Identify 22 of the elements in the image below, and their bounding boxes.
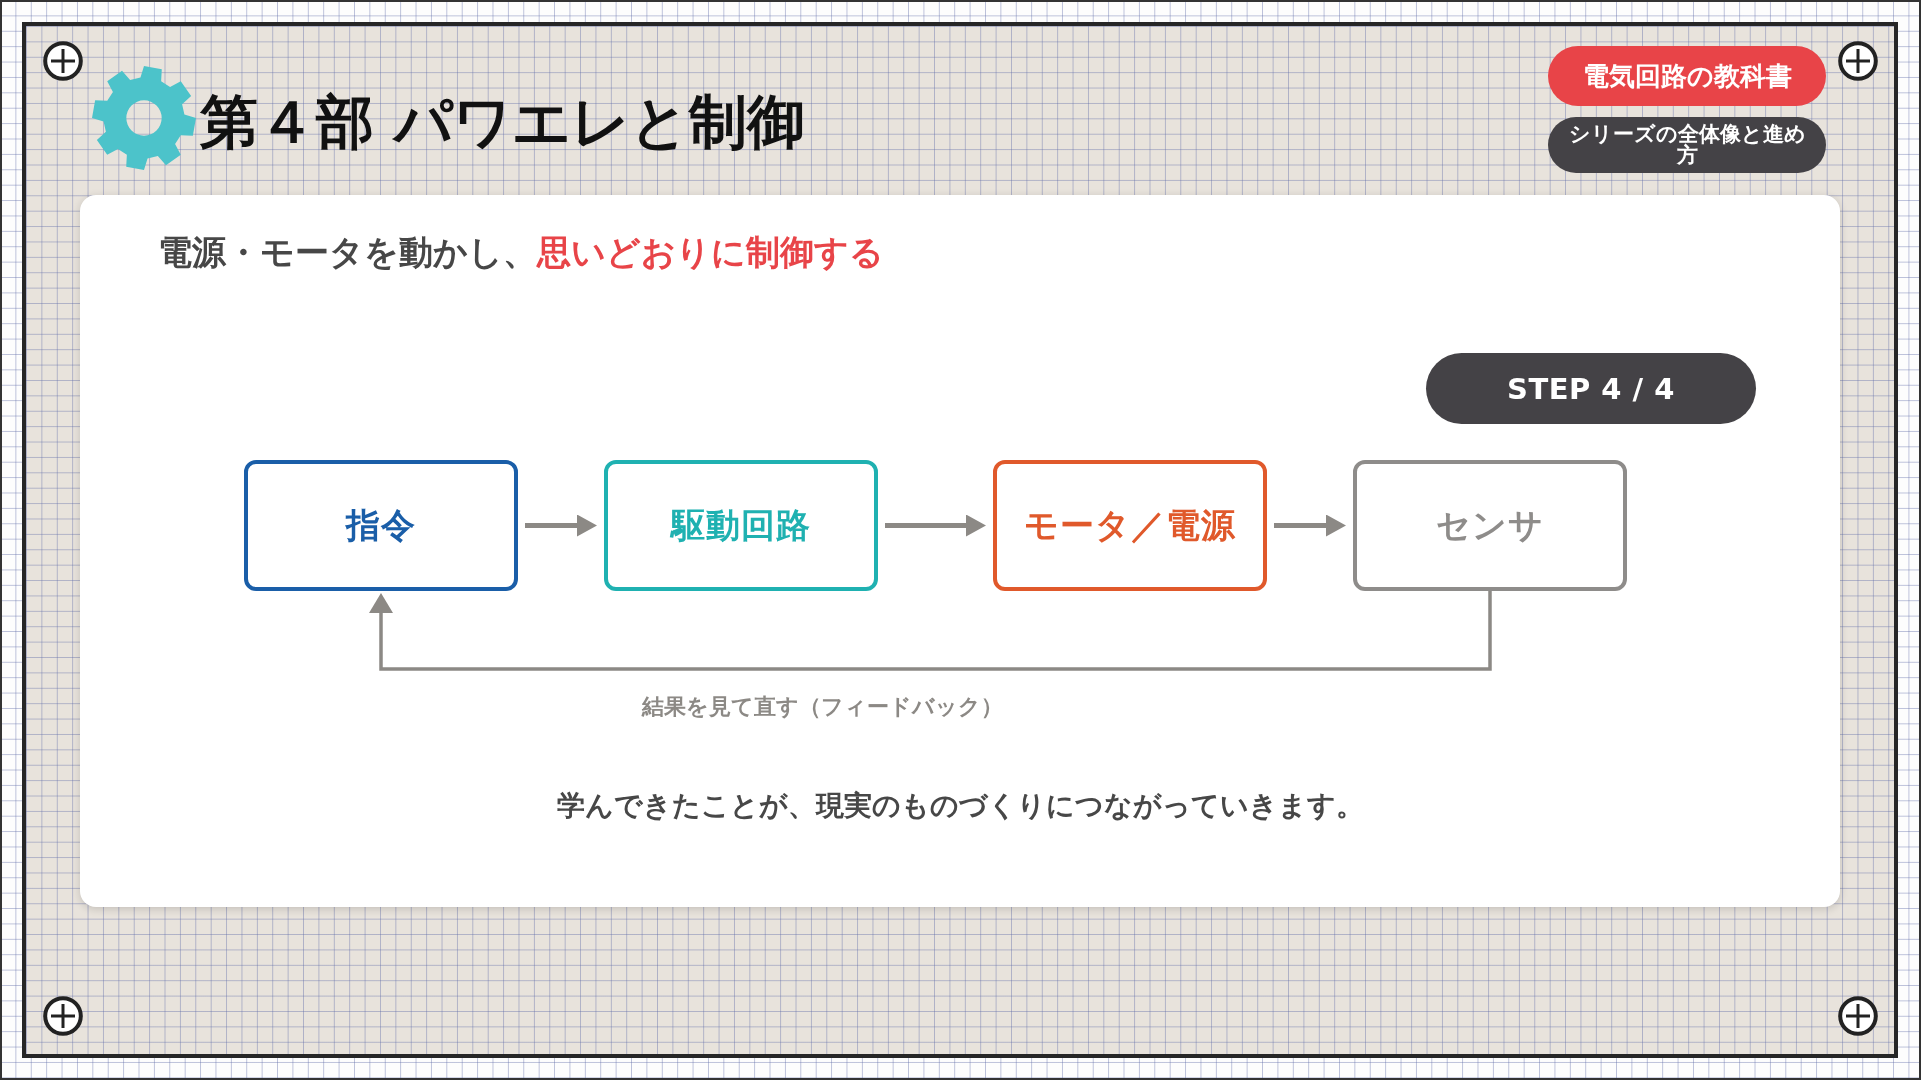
process-box: [993, 460, 1267, 591]
content-card: [80, 195, 1840, 907]
process-label: モータ／電源: [1024, 503, 1236, 547]
flow-arrow: [525, 515, 597, 536]
process-label: 駆動回路: [671, 503, 811, 547]
page-title: 第４部 パワエレと制御: [200, 88, 806, 158]
flow-arrow: [1274, 515, 1346, 536]
closing-note: 学んできたことが、現実のものづくりにつながっていきます。: [556, 789, 1364, 823]
feedback-arrow: [371, 591, 1492, 671]
step-counter: STEP 4 / 4: [1507, 371, 1675, 406]
edge-label: 結果を見て直す（フィードバック）: [641, 693, 1003, 721]
process-label: センサ: [1436, 503, 1544, 547]
process-label: 指令: [346, 503, 416, 547]
process-box: [244, 460, 518, 591]
process-box: [604, 460, 878, 591]
series-name: 電気回路の教科書: [1582, 62, 1792, 90]
guide-badge: [1548, 117, 1826, 173]
flow-arrow: [885, 515, 986, 536]
process-box: [1353, 460, 1627, 591]
series-badge: [1548, 46, 1826, 106]
section-subtitle: 電源・モータを動かし、思いどおりに制御する: [158, 232, 884, 273]
guide-text: シリーズの全体像と進め方: [1567, 123, 1807, 167]
